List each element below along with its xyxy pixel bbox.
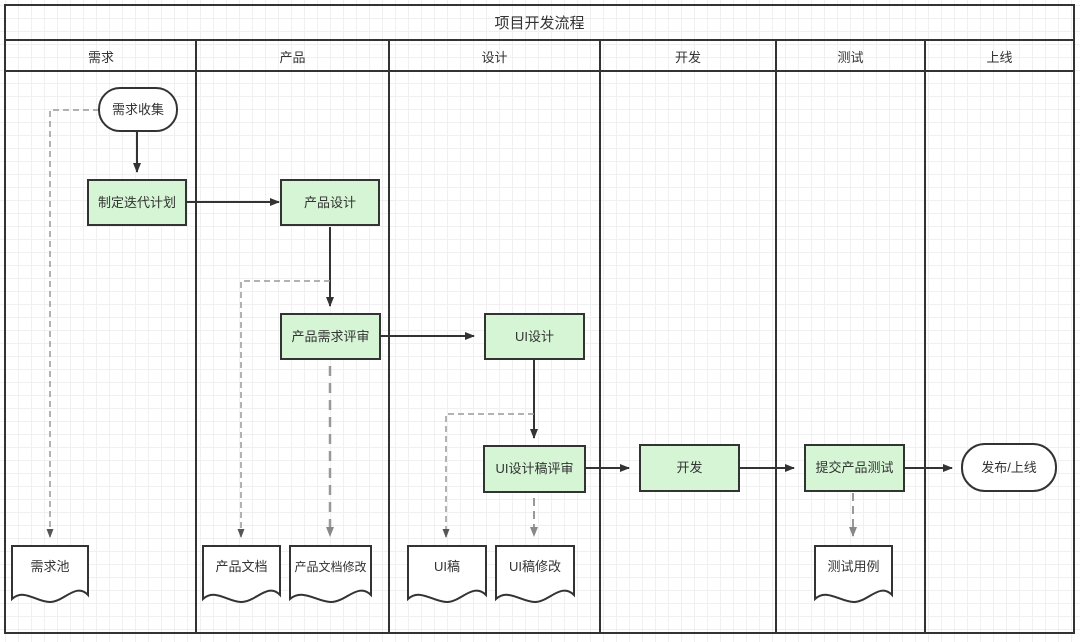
lane-header-test[interactable]: 测试: [837, 49, 864, 65]
shape-ui-draft: [407, 545, 487, 604]
edges-dashed-medium: [530, 493, 857, 537]
lane-header-develop[interactable]: 开发: [674, 49, 701, 65]
edges-dashed-thin: [46, 109, 534, 538]
shape-submit-test: [804, 444, 905, 492]
lane-header-design[interactable]: 设计: [481, 49, 508, 65]
shape-ui-design: [484, 313, 585, 360]
lane-header-requirement[interactable]: 需求: [87, 49, 114, 65]
lane-header-release[interactable]: 上线: [986, 49, 1013, 65]
shape-product-doc-revise: [289, 545, 372, 604]
lane-header-product[interactable]: 产品: [279, 49, 306, 65]
diagram-title: 项目开发流程: [494, 15, 585, 32]
shape-product-doc: [202, 545, 281, 604]
shape-develop: [639, 444, 740, 492]
shape-requirement-pool: [11, 545, 89, 604]
shape-product-review: [280, 313, 381, 360]
shape-ui-draft-revise: [495, 545, 575, 604]
swimlane-frame: [4, 4, 1075, 634]
shape-iteration-plan: [87, 179, 187, 226]
edges-solid: [133, 131, 953, 472]
shape-requirement-collect: [98, 87, 178, 132]
shape-release: [961, 443, 1057, 492]
shape-product-design: [280, 179, 380, 226]
shape-test-case: [814, 545, 893, 604]
shape-ui-draft-review: [483, 445, 586, 493]
